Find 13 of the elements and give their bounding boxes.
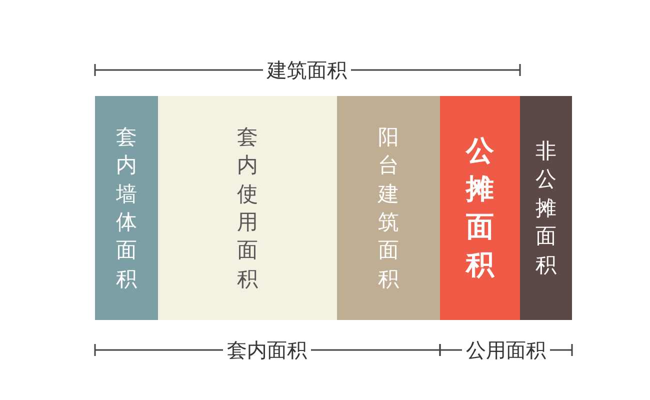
dimension-label: 建筑面积 <box>263 58 351 82</box>
dimension-label: 套内面积 <box>223 338 311 362</box>
area-name: 套内墙体面积 <box>116 124 137 293</box>
area-name: 套内使用面积 <box>237 124 258 293</box>
area-bar <box>520 96 572 320</box>
area-name: 公摊面积 <box>466 133 494 283</box>
dimension-label: 公用面积 <box>462 338 550 362</box>
area-bar <box>337 96 440 320</box>
area-bar <box>95 96 158 320</box>
area-bar <box>440 96 520 320</box>
area-bar <box>158 96 337 320</box>
area-name: 非公摊面积 <box>536 138 556 279</box>
area-name: 阳台建筑面积 <box>378 124 399 293</box>
